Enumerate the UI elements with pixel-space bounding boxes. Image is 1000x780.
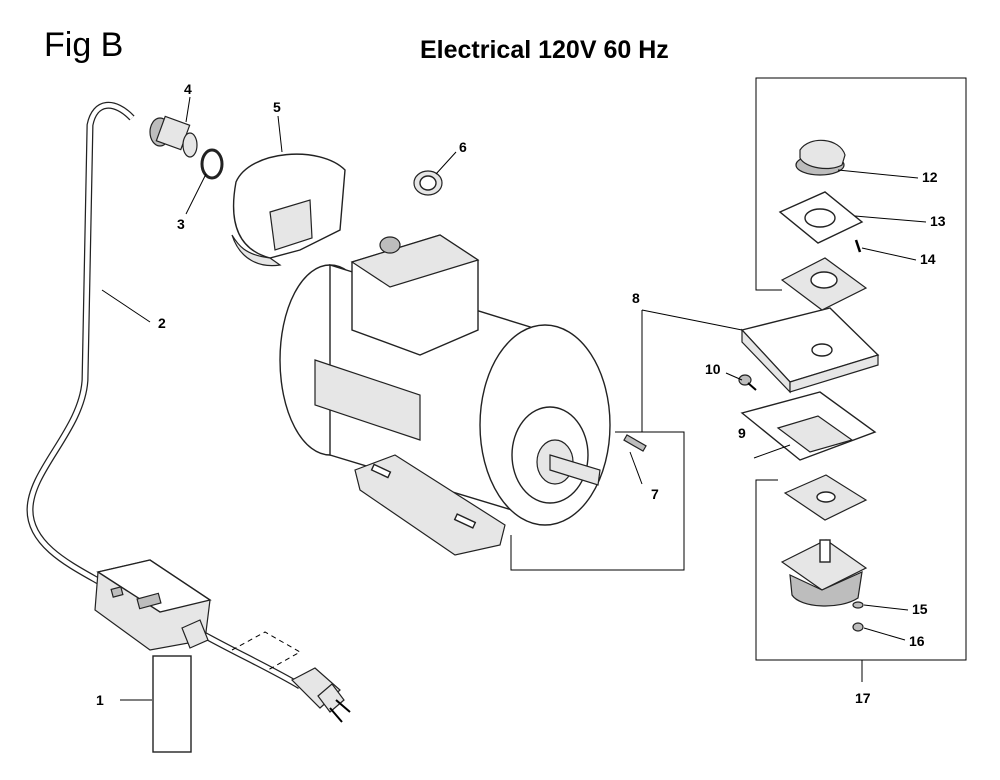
callout-13: 13 xyxy=(930,213,946,229)
sealing-ring xyxy=(200,148,224,180)
switch-label-plate xyxy=(778,191,864,244)
motor-body xyxy=(279,234,611,556)
callout-1: 1 xyxy=(96,692,104,708)
washer xyxy=(852,601,864,609)
callout-3: 3 xyxy=(177,216,185,232)
nut xyxy=(852,622,864,632)
junction-box-cover xyxy=(231,153,346,267)
callout-12: 12 xyxy=(922,169,938,185)
leader-lines xyxy=(101,77,967,701)
power-plug xyxy=(290,667,351,723)
strain-relief-fitting xyxy=(149,115,198,158)
callout-5: 5 xyxy=(273,99,281,115)
switch-base xyxy=(780,257,868,311)
callout-8: 8 xyxy=(632,290,640,306)
plate-screw xyxy=(854,239,862,253)
callout-2: 2 xyxy=(158,315,166,331)
callout-4: 4 xyxy=(184,81,192,97)
callout-9: 9 xyxy=(738,425,746,441)
gfci-module xyxy=(94,559,212,651)
figure-label: Fig B xyxy=(44,26,124,64)
motor-shaft-key xyxy=(623,434,647,452)
switch-mount-plate xyxy=(783,474,868,521)
callout-15: 15 xyxy=(912,601,928,617)
switch-knob xyxy=(795,139,846,176)
callout-16: 16 xyxy=(909,633,925,649)
switch-body xyxy=(780,539,868,607)
callout-7: 7 xyxy=(651,486,659,502)
power-cord xyxy=(26,101,302,690)
switch-plate xyxy=(740,307,880,394)
callout-14: 14 xyxy=(920,251,936,267)
warning-label-card xyxy=(152,655,192,753)
callout-17: 17 xyxy=(855,690,871,706)
callout-10: 10 xyxy=(705,361,721,377)
callout-6: 6 xyxy=(459,139,467,155)
lock-nut xyxy=(413,170,443,196)
gasket xyxy=(740,391,877,461)
mounting-screw xyxy=(738,374,757,391)
diagram-title: Electrical 120V 60 Hz xyxy=(420,36,669,64)
